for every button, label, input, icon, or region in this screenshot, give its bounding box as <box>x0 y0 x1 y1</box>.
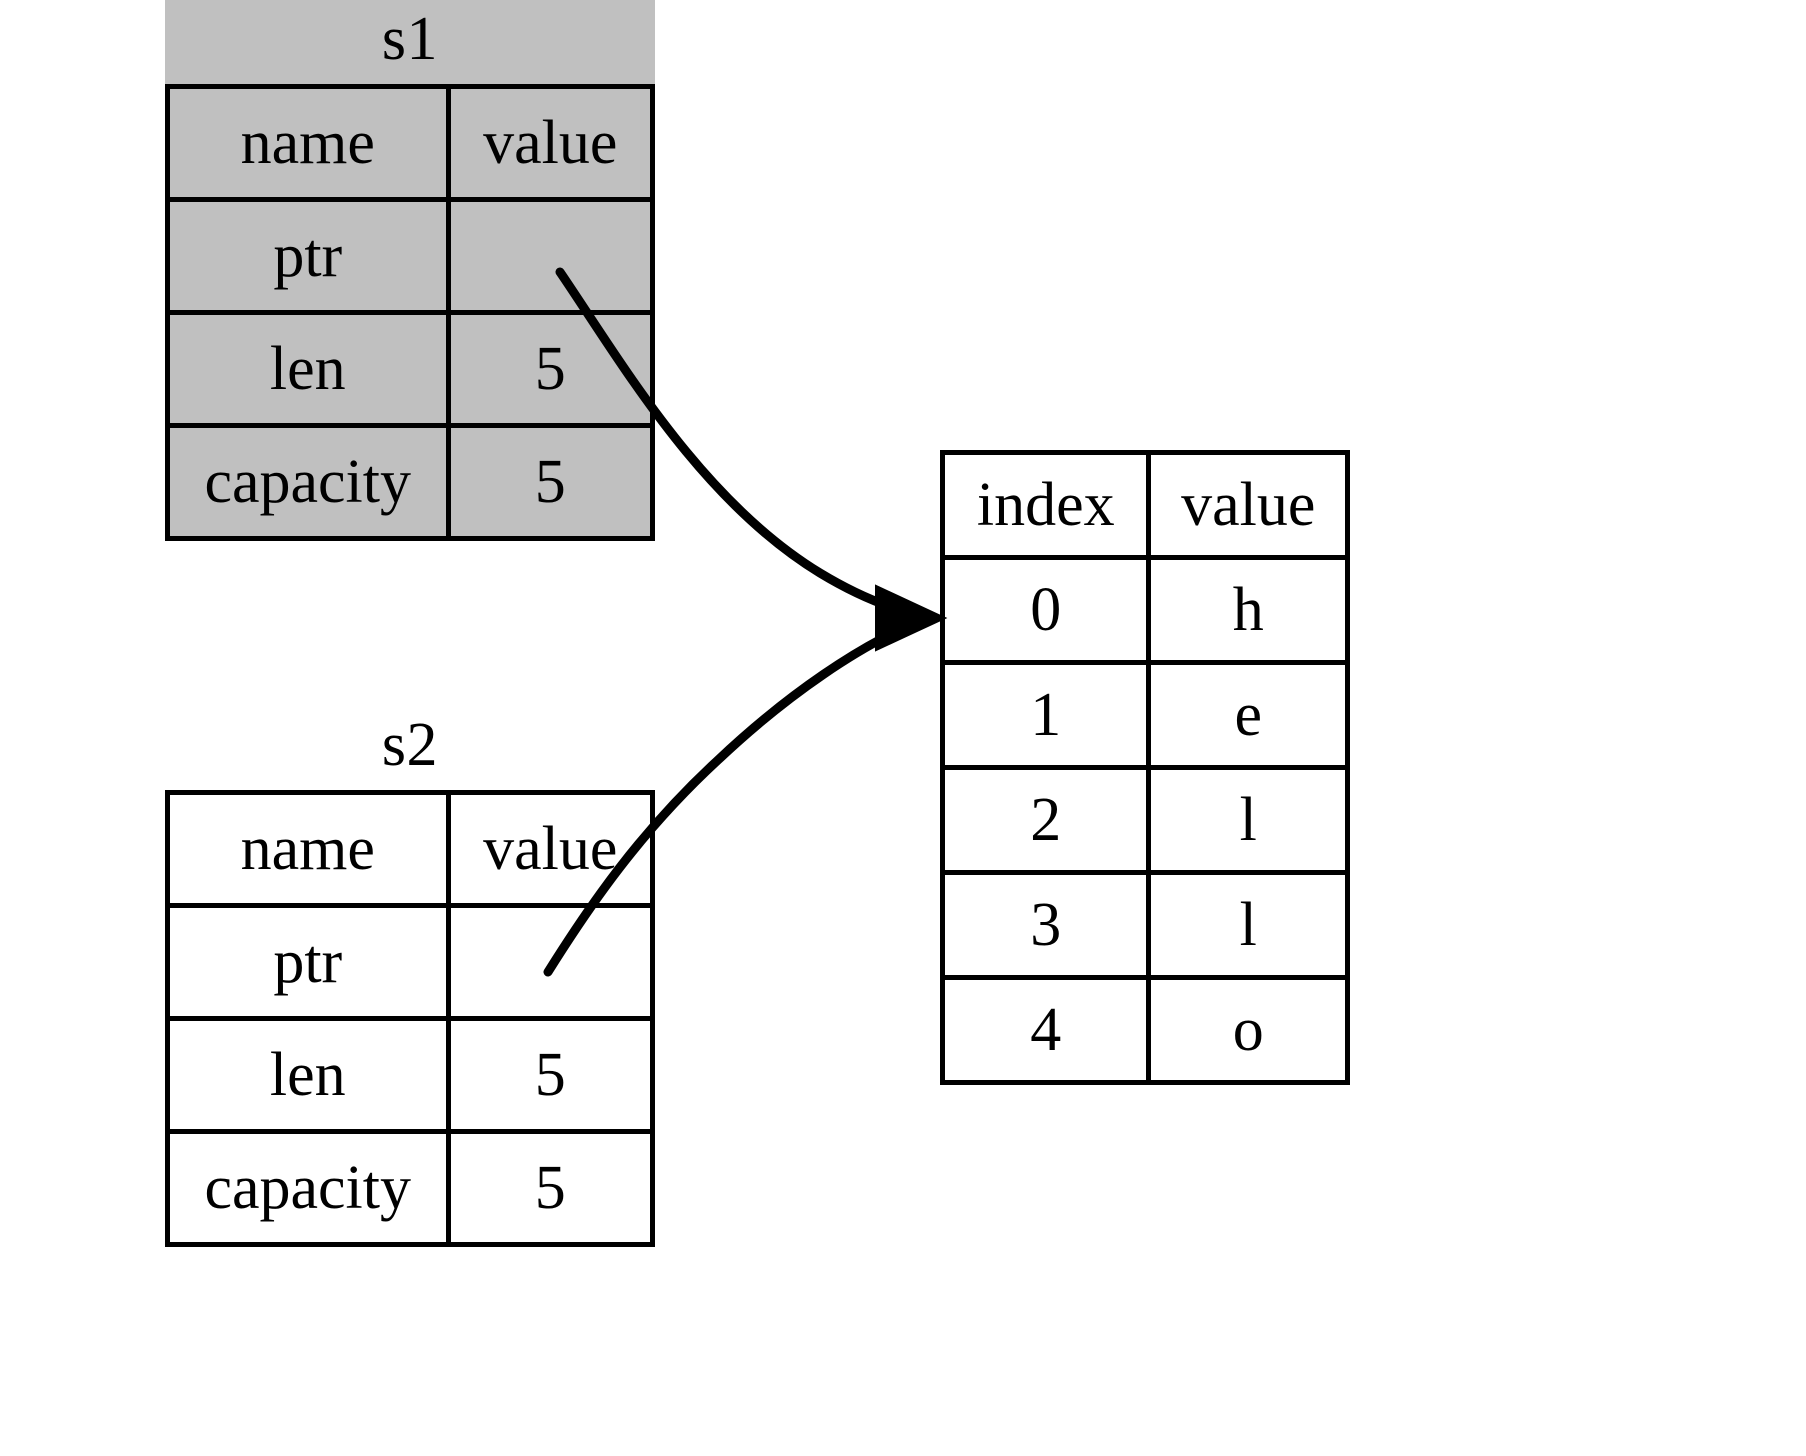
table-row: ptr <box>165 197 656 315</box>
heap-row-2-value: l <box>1146 765 1350 875</box>
struct-s2-header-name: name <box>165 790 451 908</box>
struct-s2-field-ptr-value <box>445 903 656 1021</box>
struct-s1-field-ptr-name: ptr <box>165 197 451 315</box>
struct-s2-field-ptr-name: ptr <box>165 903 451 1021</box>
struct-s1: s1 name value ptr len 5 capacity 5 <box>165 0 656 541</box>
struct-s2-field-len-value: 5 <box>445 1016 656 1134</box>
heap-row-3-index: 3 <box>939 870 1152 980</box>
table-row: 2 l <box>939 765 1350 875</box>
struct-s1-label: s1 <box>381 5 439 73</box>
heap-row-0-index: 0 <box>939 555 1152 665</box>
struct-s2-field-len-name: len <box>165 1016 451 1134</box>
heap-string-table: index value 0 h 1 e 2 l 3 l <box>939 450 1350 1085</box>
table-row: 0 h <box>939 555 1350 665</box>
heap-header-index: index <box>939 450 1152 560</box>
table-row-header: name value <box>165 790 656 908</box>
table-row: 3 l <box>939 870 1350 980</box>
heap-row-3-value: l <box>1146 870 1350 980</box>
table-row: capacity 5 <box>165 1129 656 1247</box>
arrowhead-icon <box>875 584 948 652</box>
table-row: len 5 <box>165 310 656 428</box>
struct-s2-table: name value ptr len 5 capacity 5 <box>165 790 656 1247</box>
heap-row-4-index: 4 <box>939 975 1152 1085</box>
struct-s1-header-name: name <box>165 84 451 202</box>
struct-s1-table: name value ptr len 5 capacity 5 <box>165 84 656 541</box>
struct-s2-header-value: value <box>445 790 656 908</box>
table-row: ptr <box>165 903 656 1021</box>
table-row-header: index value <box>939 450 1350 560</box>
heap-row-0-value: h <box>1146 555 1350 665</box>
struct-s1-field-capacity-value: 5 <box>445 423 656 541</box>
struct-s1-header-value: value <box>445 84 656 202</box>
table-row: 4 o <box>939 975 1350 1085</box>
struct-s1-field-len-value: 5 <box>445 310 656 428</box>
table-row-header: name value <box>165 84 656 202</box>
struct-s2-field-capacity-value: 5 <box>445 1129 656 1247</box>
struct-s2-label: s2 <box>381 711 439 779</box>
table-row: len 5 <box>165 1016 656 1134</box>
struct-s1-field-capacity-name: capacity <box>165 423 451 541</box>
heap-row-4-value: o <box>1146 975 1350 1085</box>
struct-s2-field-capacity-name: capacity <box>165 1129 451 1247</box>
heap-row-2-index: 2 <box>939 765 1152 875</box>
heap-string-grid: index value 0 h 1 e 2 l 3 l <box>939 450 1350 1085</box>
table-row: 1 e <box>939 660 1350 770</box>
heap-row-1-index: 1 <box>939 660 1152 770</box>
heap-row-1-value: e <box>1146 660 1350 770</box>
struct-s1-field-len-name: len <box>165 310 451 428</box>
struct-s2: s2 name value ptr len 5 capacity 5 <box>165 700 656 1247</box>
heap-header-value: value <box>1146 450 1350 560</box>
struct-s1-field-ptr-value <box>445 197 656 315</box>
table-row: capacity 5 <box>165 423 656 541</box>
